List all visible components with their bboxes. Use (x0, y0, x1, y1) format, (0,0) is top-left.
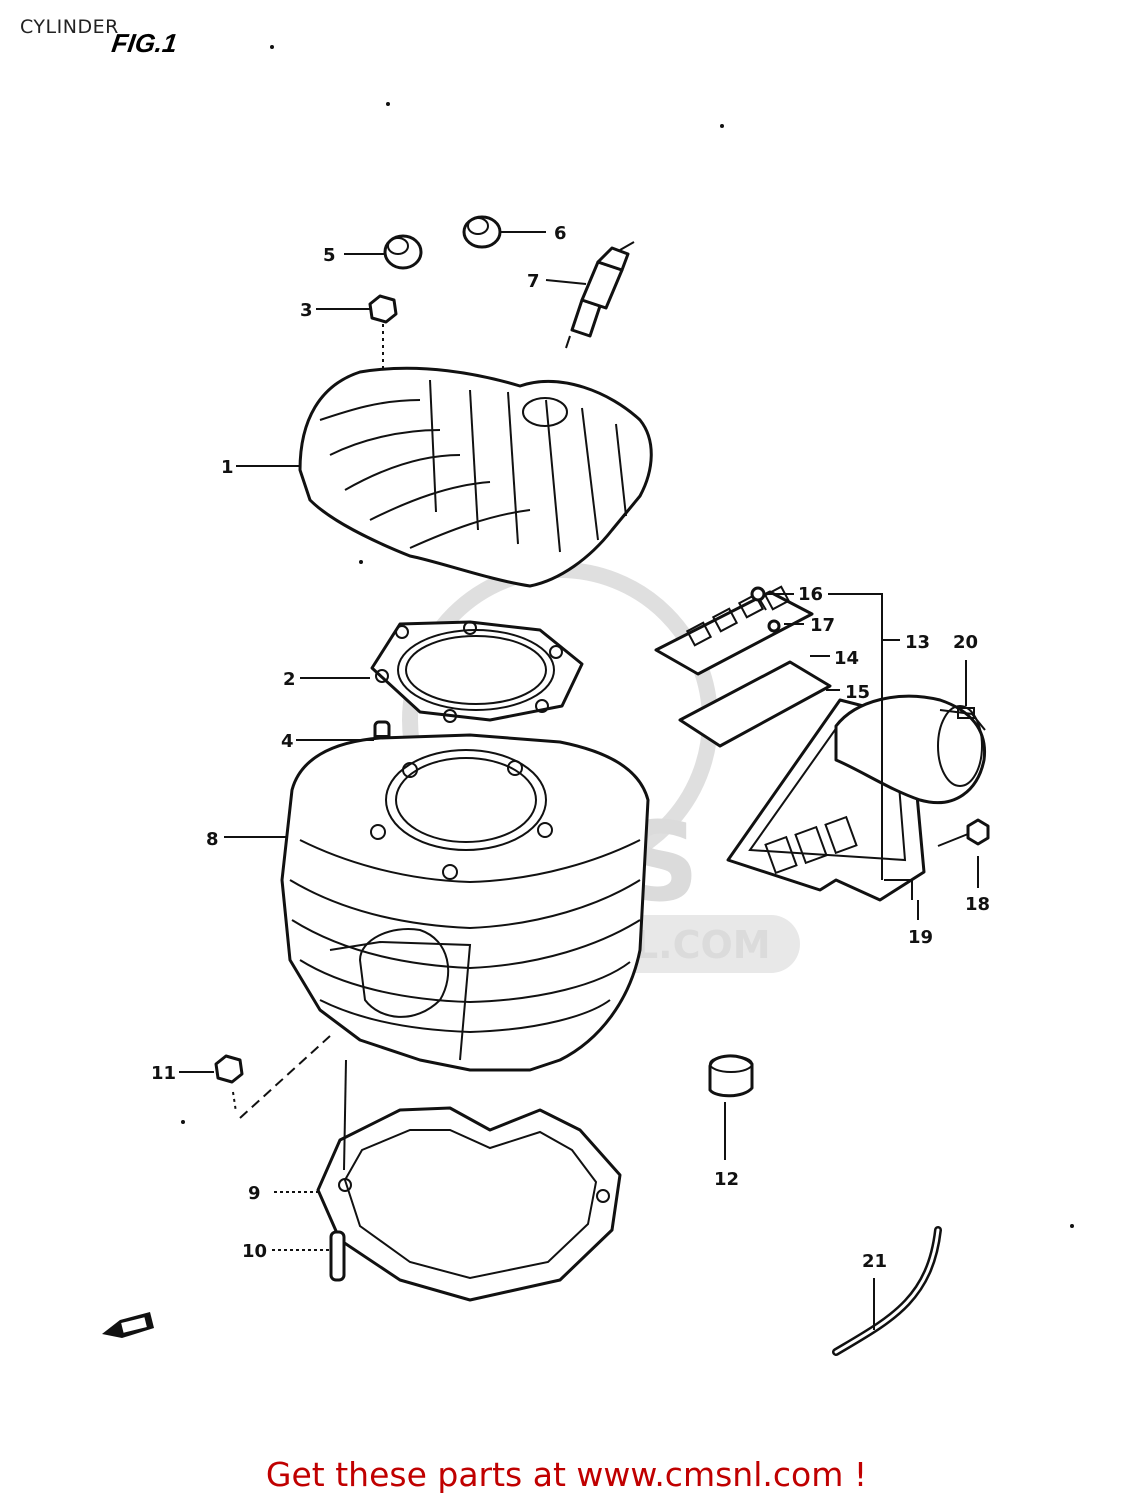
callout-1: 1 (221, 457, 234, 478)
part-17-washer (767, 619, 781, 633)
callout-12: 12 (714, 1169, 739, 1190)
part-3-nut (368, 294, 398, 372)
part-18-bolt (937, 818, 990, 847)
leader-lines (179, 231, 979, 1330)
callout-3: 3 (300, 300, 313, 321)
part-11-nut (214, 1035, 331, 1119)
scan-specks (181, 45, 1074, 1228)
part-7-spark-plug (565, 241, 635, 349)
part-16-screw (750, 586, 767, 611)
callout-7: 7 (527, 271, 540, 292)
callout-8: 8 (206, 829, 219, 850)
part-19-gasket (884, 879, 913, 900)
part-13-reed-valve-assembly (654, 585, 926, 902)
callout-4: 4 (281, 731, 294, 752)
part-9-base-gasket (316, 1106, 622, 1302)
part-21-hose (832, 1226, 942, 1356)
front-arrow-icon (102, 1312, 154, 1338)
callout-10: 10 (242, 1241, 267, 1262)
part-6-cap (462, 215, 502, 249)
callout-14: 14 (834, 648, 859, 669)
callout-6: 6 (554, 223, 567, 244)
part-12-cap (708, 1054, 754, 1098)
part-8-cylinder (280, 733, 650, 1072)
callout-17: 17 (810, 615, 835, 636)
callout-19: 19 (908, 927, 933, 948)
footer-cta-link[interactable]: Get these parts at www.cmsnl.com ! (265, 1455, 868, 1494)
part-1-cylinder-head (298, 366, 653, 588)
callout-20: 20 (953, 632, 978, 653)
callout-2: 2 (283, 669, 296, 690)
callout-11: 11 (151, 1063, 176, 1084)
part-10-dowel (329, 1230, 346, 1282)
callout-18: 18 (965, 894, 990, 915)
page-title: CYLINDER (20, 16, 119, 38)
callout-13: 13 (905, 632, 930, 653)
callout-5: 5 (323, 245, 336, 266)
callout-15: 15 (845, 682, 870, 703)
callout-9: 9 (248, 1183, 261, 1204)
part-2-head-gasket (370, 620, 584, 723)
callout-16: 16 (798, 584, 823, 605)
part-5-cap (383, 234, 423, 270)
part-20-intake-pipe (834, 694, 987, 805)
callout-21: 21 (862, 1251, 887, 1272)
